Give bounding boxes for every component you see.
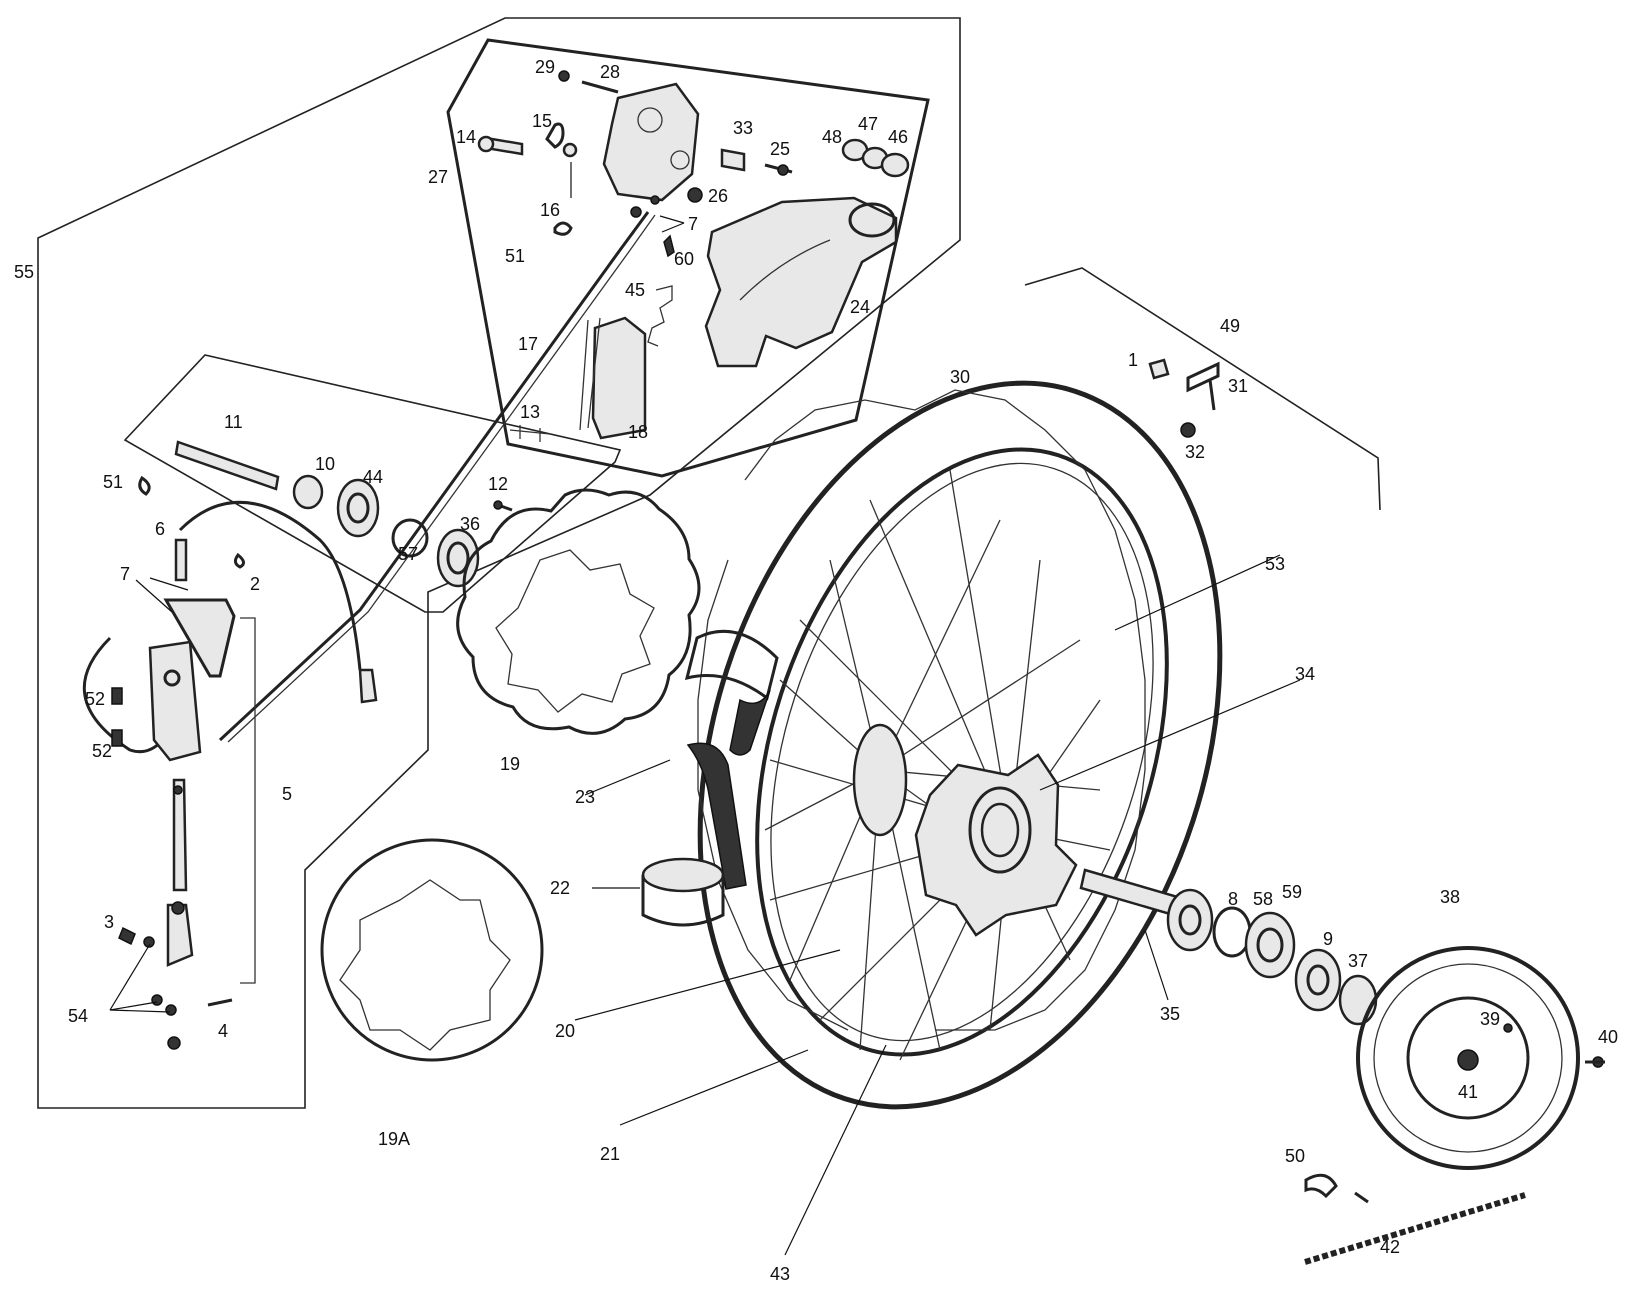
label-28: 28 [600,62,620,82]
label-7b: 7 [688,214,698,234]
label-44: 44 [363,467,383,487]
label-23: 23 [575,787,595,807]
label-19a: 19A [378,1129,410,1149]
label-8: 8 [1228,889,1238,909]
bearing-59 [1244,911,1296,979]
label-45: 45 [625,280,645,300]
label-31: 31 [1228,376,1248,396]
label-36: 36 [460,514,480,534]
spacer-58 [1212,906,1252,958]
label-47: 47 [858,114,878,134]
label-27: 27 [428,167,448,187]
label-25: 25 [770,139,790,159]
label-54: 54 [68,1006,88,1026]
axle-parts [174,440,513,588]
label-49: 49 [1220,316,1240,336]
label-51b: 51 [103,472,123,492]
part-labels: 1 2 3 4 5 6 7 7 8 9 10 11 12 13 14 15 16… [14,57,1618,1284]
label-26: 26 [708,186,728,206]
brake-disc-19 [456,488,701,735]
label-51a: 51 [505,246,525,266]
label-7a: 7 [120,564,130,584]
label-38: 38 [1440,887,1460,907]
label-20: 20 [555,1021,575,1041]
nut-32 [1180,422,1196,438]
master-cylinder-assembly [82,475,378,1050]
label-55: 55 [14,262,34,282]
brake-disc-19a [320,838,544,1062]
label-22: 22 [550,878,570,898]
label-17: 17 [518,334,538,354]
label-10: 10 [315,454,335,474]
rear-sprocket-38 [1356,946,1605,1170]
rim-tape-23 [686,742,747,890]
label-15: 15 [532,111,552,131]
label-33: 33 [733,118,753,138]
label-16: 16 [540,200,560,220]
label-34: 34 [1295,664,1315,684]
label-35: 35 [1160,1004,1180,1024]
label-12: 12 [488,474,508,494]
label-30: 30 [950,367,970,387]
label-2: 2 [250,574,260,594]
leader-lines [109,162,1301,1256]
label-43: 43 [770,1264,790,1284]
chain-link-50 [1304,1173,1338,1199]
caliper-assembly [477,70,910,442]
label-9: 9 [1323,929,1333,949]
label-5: 5 [282,784,292,804]
valve-part-31 [1186,361,1220,393]
rear-wheel [697,380,1223,1110]
label-42: 42 [1380,1237,1400,1257]
label-58: 58 [1253,889,1273,909]
label-21: 21 [600,1144,620,1164]
label-29: 29 [535,57,555,77]
chain-42 [1304,1192,1526,1265]
tyre-part [684,629,779,701]
label-4: 4 [218,1021,228,1041]
label-18: 18 [628,422,648,442]
label-1: 1 [1128,350,1138,370]
label-57: 57 [398,544,418,564]
label-59: 59 [1282,882,1302,902]
label-48: 48 [822,127,842,147]
label-50: 50 [1285,1146,1305,1166]
label-53: 53 [1265,554,1285,574]
label-41: 41 [1458,1082,1478,1102]
label-6: 6 [155,519,165,539]
group-outline-55 [37,17,961,1109]
spacer-37 [1338,974,1378,1026]
label-60: 60 [674,249,694,269]
group-outline-axle [123,354,622,613]
wheel-spokes [764,469,1111,1061]
label-52a: 52 [85,689,105,709]
label-14: 14 [456,127,476,147]
label-46: 46 [888,127,908,147]
bearing-8 [1166,888,1214,952]
valve-cap-1 [1148,358,1170,380]
label-52b: 52 [92,741,112,761]
label-37: 37 [1348,951,1368,971]
label-19: 19 [500,754,520,774]
inner-tube-22 [641,857,725,893]
label-11: 11 [224,412,243,432]
label-13: 13 [520,402,540,422]
label-39: 39 [1480,1009,1500,1029]
brake-hose-17 [218,211,650,742]
label-40: 40 [1598,1027,1618,1047]
label-3: 3 [104,912,114,932]
spacer-9 [1294,948,1342,1012]
label-24: 24 [850,297,870,317]
label-32: 32 [1185,442,1205,462]
group-outline-49 [1024,267,1381,511]
group-outline-27-caliper [446,38,930,478]
